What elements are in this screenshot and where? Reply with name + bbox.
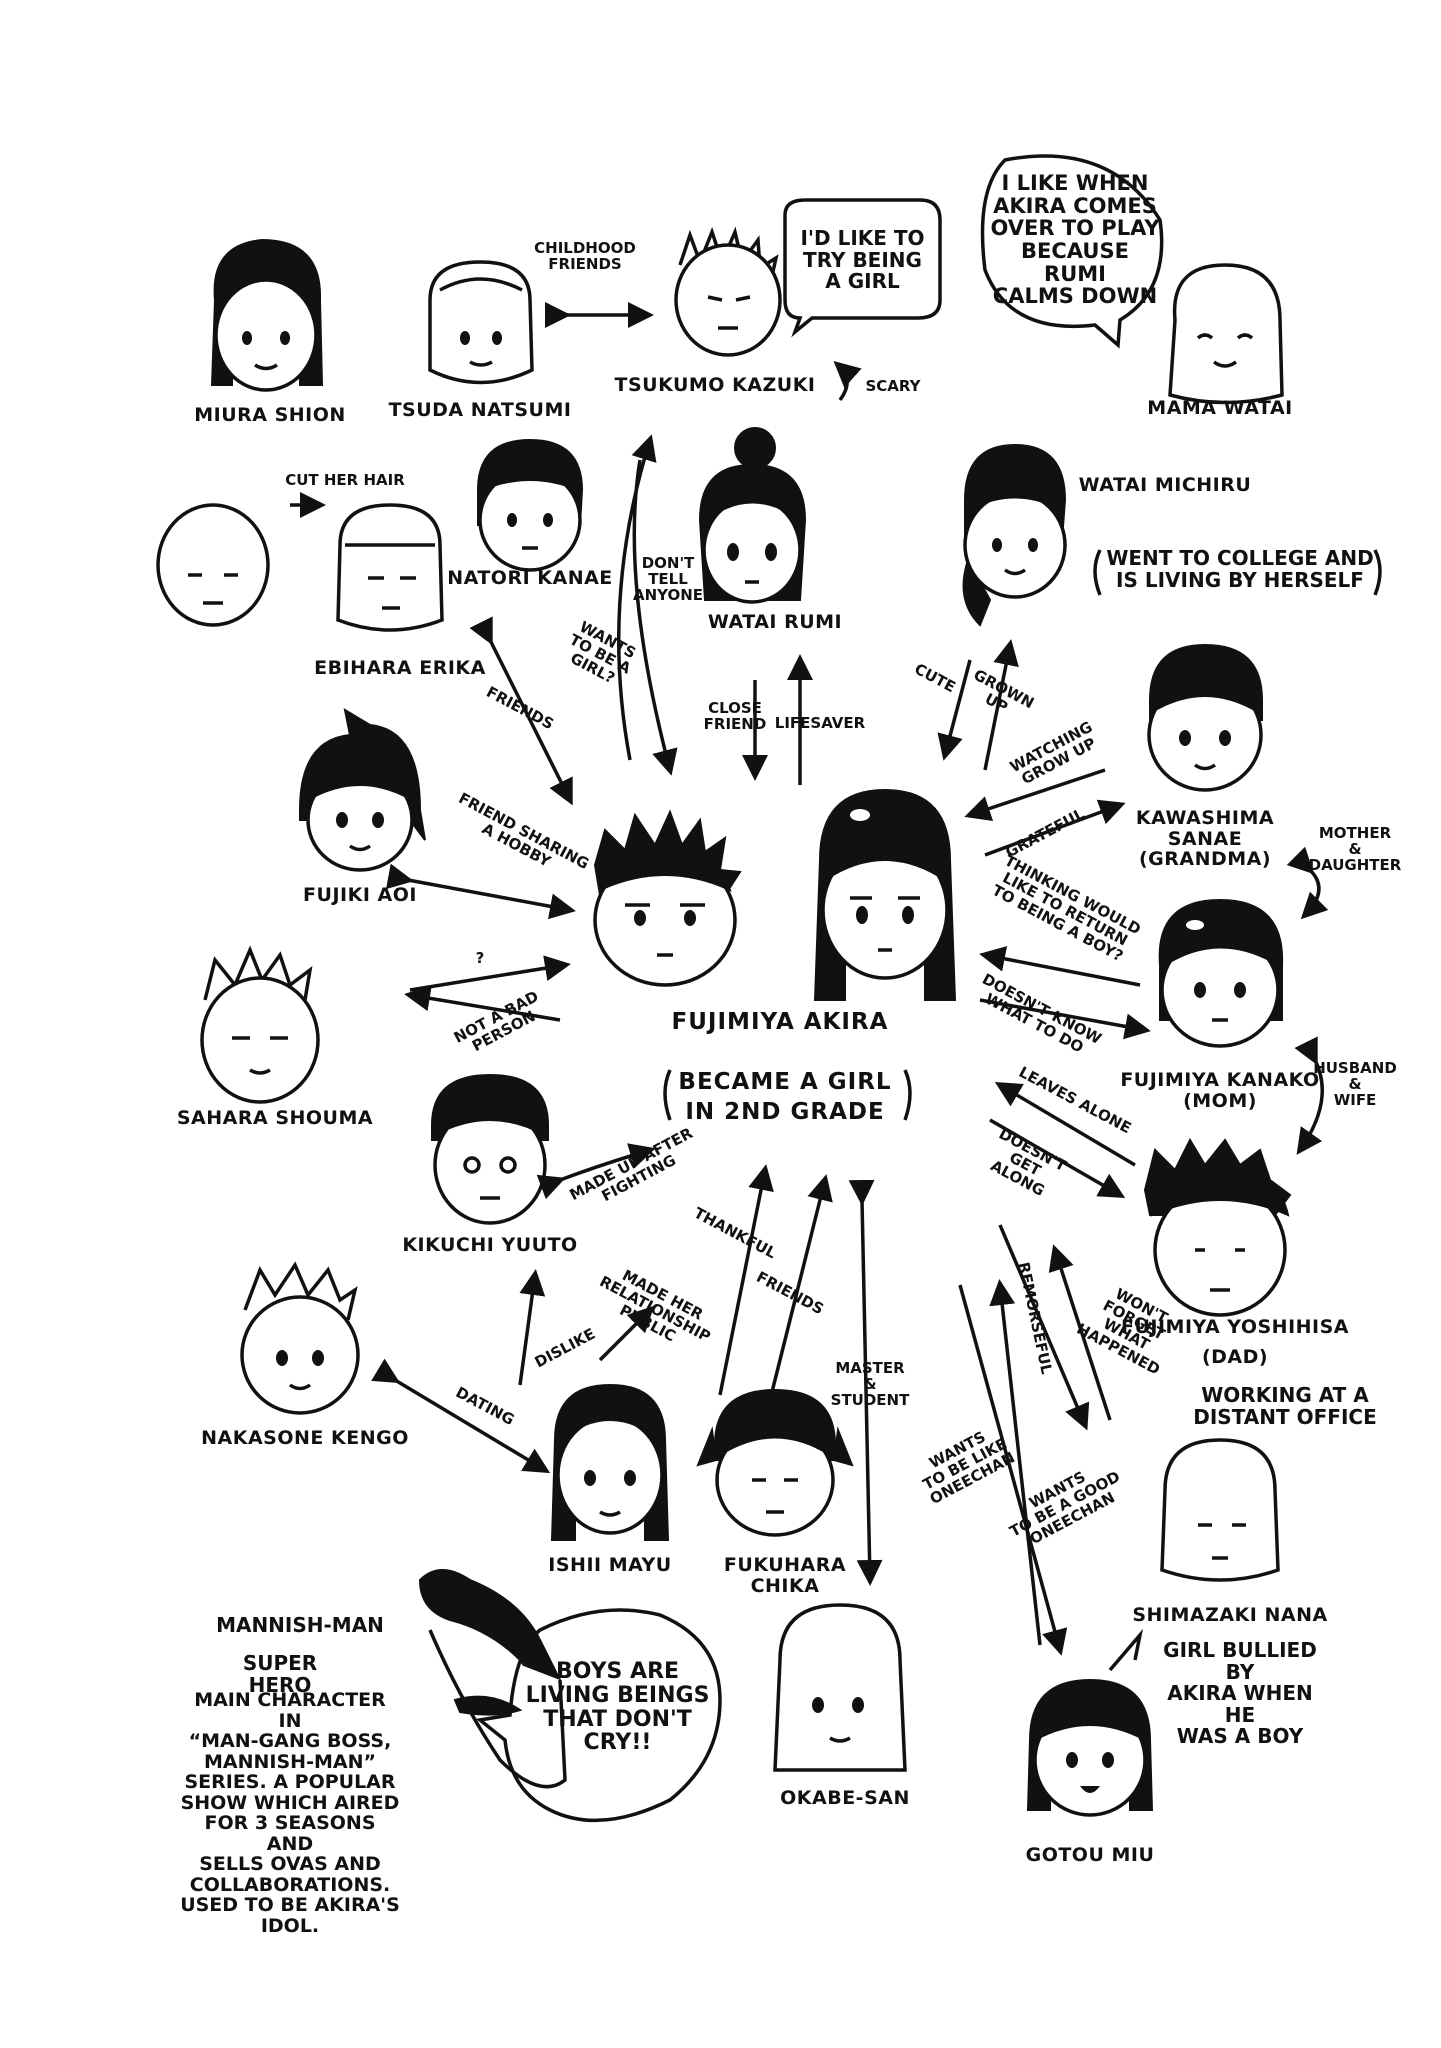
- rel-mother-daughter: MOTHER & DAUGHTER: [1308, 824, 1402, 875]
- label-nakasone-kengo: NAKASONE KENGO: [201, 1427, 409, 1449]
- label-gotou-miu: GOTOU MIU: [1025, 1844, 1155, 1866]
- face-tsuda-natsumi: [428, 260, 534, 385]
- label-ebihara-erika: EBIHARA ERIKA: [314, 657, 486, 679]
- face-kikuchi-yuuto: [431, 1073, 549, 1225]
- face-tsukumo-kazuki: [674, 226, 782, 357]
- rel-cut-her-hair: CUT HER HAIR: [285, 471, 405, 489]
- face-watai-rumi: [698, 427, 807, 604]
- label-natori-kanae: NATORI KANAE: [447, 567, 613, 589]
- bubble-mama: I LIKE WHEN AKIRA COMES OVER TO PLAY BEC…: [990, 171, 1160, 309]
- bubble-mannish-shape: [475, 1608, 722, 1823]
- label-ishii-mayu: ISHII MAYU: [548, 1554, 672, 1576]
- relation-arrows: [290, 302, 1329, 1656]
- bubble-mama-shape: [980, 154, 1164, 349]
- face-shimazaki-nana: [1160, 1438, 1280, 1582]
- face-akira-boy: [593, 809, 742, 987]
- note-mannish-sub: SUPER HERO: [242, 1651, 318, 1697]
- bubble-mannish: BOYS ARE LIVING BEINGS THAT DON'T CRY!!: [525, 1659, 710, 1756]
- mannish-man-figure: [418, 1569, 567, 1789]
- face-fujiki-aoi: [299, 707, 426, 872]
- face-fujimiya-yoshihisa: [1143, 1137, 1292, 1317]
- face-miura-shion: [210, 238, 324, 392]
- label-kikuchi-yuuto: KIKUCHI YUUTO: [402, 1234, 578, 1256]
- face-mama-watai: [1168, 263, 1284, 405]
- rel-husband-wife: HUSBAND & WIFE: [1313, 1059, 1397, 1110]
- face-watai-michiru: [962, 443, 1067, 627]
- face-ebihara-erika: [336, 503, 444, 632]
- face-akira-girl: [813, 788, 957, 1001]
- face-sahara-shouma: [200, 945, 320, 1104]
- face-okabe-san: [773, 1603, 907, 1772]
- label-fujiki-aoi: FUJIKI AOI: [303, 884, 417, 906]
- rel-dont-tell: DON'T TELL ANYONE: [632, 554, 704, 605]
- label-tsukumo-kazuki: TSUKUMO KAZUKI: [614, 374, 816, 396]
- rel-scary: SCARY: [865, 377, 921, 395]
- center-subtitle: BECAME A GIRL IN 2ND GRADE: [678, 1069, 892, 1125]
- face-ishii-mayu: [550, 1383, 670, 1541]
- rel-question: ?: [475, 949, 485, 967]
- label-kawashima-sanae: KAWASHIMA SANAE (GRANDMA): [1135, 807, 1275, 871]
- bubble-kazuki: I'D LIKE TO TRY BEING A GIRL: [800, 226, 925, 294]
- label-watai-rumi: WATAI RUMI: [707, 611, 843, 633]
- face-kawashima-sanae: [1147, 643, 1263, 792]
- label-shimazaki-nana: SHIMAZAKI NANA: [1132, 1604, 1328, 1626]
- note-yoshihisa: WORKING AT A DISTANT OFFICE: [1193, 1383, 1377, 1429]
- label-fukuhara-chika: FUKUHARA CHIKA: [723, 1554, 847, 1597]
- rel-childhood-friends: CHILDHOOD FRIENDS: [534, 239, 636, 274]
- note-gotou: GIRL BULLIED BY AKIRA WHEN HE WAS A BOY: [1163, 1638, 1317, 1749]
- face-ebihara-before: [156, 503, 270, 627]
- label-watai-michiru: WATAI MICHIRU: [1078, 474, 1252, 496]
- rel-master-student: MASTER & STUDENT: [830, 1359, 910, 1410]
- rel-lifesaver: LIFESAVER: [774, 714, 866, 732]
- center-name: FUJIMIYA AKIRA: [671, 1009, 889, 1035]
- note-michiru: WENT TO COLLEGE AND IS LIVING BY HERSELF: [1106, 546, 1374, 592]
- face-gotou-miu: [1026, 1628, 1154, 1817]
- face-natori-kanae: [477, 438, 584, 572]
- label-mama-watai: MAMA WATAI: [1147, 397, 1293, 419]
- label-fujimiya-yoshihisa: FUJIMIYA YOSHIHISA (DAD): [1120, 1316, 1350, 1369]
- face-nakasone-kengo: [240, 1261, 360, 1415]
- label-sahara-shouma: SAHARA SHOUMA: [176, 1107, 374, 1129]
- label-miura-shion: MIURA SHION: [194, 404, 346, 426]
- note-mannish-desc: MAIN CHARACTER IN “MAN-GANG BOSS, MANNIS…: [180, 1689, 400, 1937]
- face-fukuhara-chika: [696, 1388, 854, 1537]
- label-okabe-san: OKABE-SAN: [780, 1787, 910, 1809]
- note-mannish-title: MANNISH-MAN: [216, 1613, 384, 1637]
- face-fujimiya-kanako: [1158, 898, 1284, 1048]
- label-fujimiya-kanako: FUJIMIYA KANAKO (MOM): [1120, 1069, 1320, 1112]
- rel-close-friend: CLOSE FRIEND: [703, 699, 767, 734]
- bubble-kazuki-shape: [783, 198, 942, 338]
- label-tsuda-natsumi: TSUDA NATSUMI: [388, 399, 572, 421]
